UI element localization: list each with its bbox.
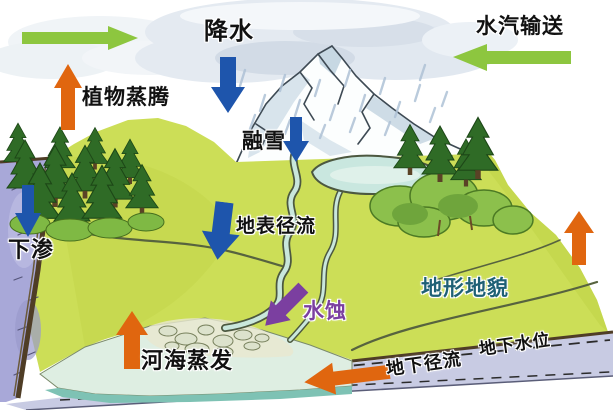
precipitation-arrow-down-icon — [211, 57, 245, 113]
precipitation-label: 降水 — [204, 17, 254, 45]
snowmelt-arrow-down-icon — [283, 117, 309, 162]
right-ravine — [350, 280, 599, 352]
vapor-transport-arrow-left-icon — [453, 44, 571, 71]
transpiration-arrow-up-icon — [54, 64, 82, 130]
landform-label: 地形地貌 — [421, 276, 509, 300]
surface-runoff-arrow-down-icon — [201, 201, 240, 260]
gravel-bar — [144, 318, 294, 358]
erosion-arrow-down-left-icon — [265, 282, 309, 326]
shrubs — [369, 171, 534, 238]
surface-runoff-label: 地表径流 — [236, 215, 317, 237]
plant-transpiration-label: 植物蒸腾 — [82, 85, 170, 109]
infiltration-arrow-down-icon — [15, 185, 41, 237]
evaporation-arrow-up-icon — [116, 311, 148, 369]
water-table-dashed-line — [317, 339, 611, 370]
rain-streaks — [238, 63, 449, 140]
snowmelt-label: 融雪 — [242, 129, 286, 153]
vapor-transport-label: 水汽输送 — [476, 14, 564, 38]
underground-runoff-arrow-left-icon — [304, 362, 391, 395]
uplift-arrow-up-icon — [564, 211, 594, 265]
slope-shading — [480, 143, 608, 332]
river-sea-evaporation-label: 河海蒸发 — [141, 349, 234, 374]
cloud-drift-arrow-right-icon — [22, 26, 138, 50]
water-erosion-label: 水蚀 — [303, 299, 347, 323]
infiltration-label: 下渗 — [8, 238, 55, 263]
band-top-edge — [351, 330, 613, 363]
